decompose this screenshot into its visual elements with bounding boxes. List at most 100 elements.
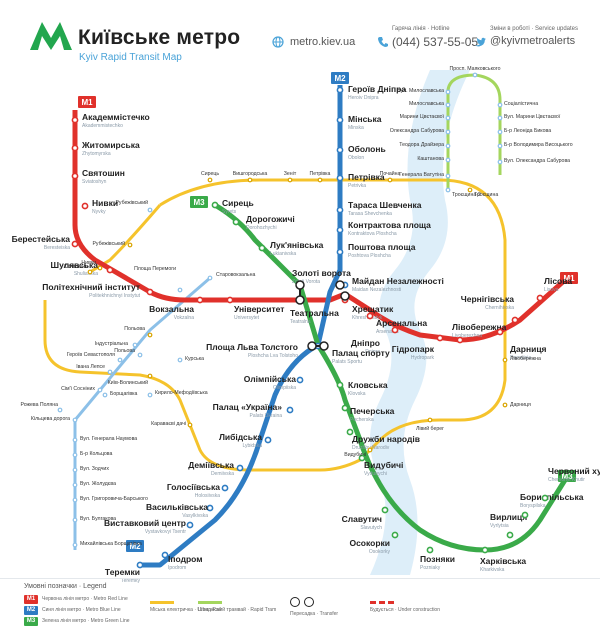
tram-west-stop[interactable]: Вул. Булгакова	[72, 516, 116, 523]
rail-stop[interactable]: Польова	[124, 326, 153, 338]
m3-station[interactable]: Червоний хутірChervonyi Khutir	[541, 466, 600, 502]
tram-north-stop[interactable]: Милославська	[409, 101, 451, 108]
tram-north-stop[interactable]: Вул. Олександра Сабурова	[497, 158, 570, 165]
tram-west-mid-stop[interactable]: Героїв Севастополя	[67, 352, 123, 363]
tram-west-mid-stop[interactable]: Польова	[114, 348, 143, 358]
tram-north-stop[interactable]: Олександра Сабурова	[390, 128, 451, 135]
alerts-handle[interactable]: @kyivmetroalerts	[490, 35, 576, 47]
tram-north-stop[interactable]: Троєщина-2	[445, 187, 481, 198]
m2-station[interactable]: Палац «Україна»Palats Ukraina	[213, 402, 294, 419]
tram-west-mid-stop[interactable]: Рожева Поляна	[20, 402, 63, 413]
tram-north-stop[interactable]: Вул. Милославська	[397, 88, 451, 95]
tram-north-stop[interactable]: Марини Цвєтаєвої	[400, 114, 451, 121]
rail-stop[interactable]: Вишгородська	[233, 171, 268, 183]
tram-west-mid-stop[interactable]: Площа Перемоги	[134, 266, 183, 293]
tram-west-mid-stop[interactable]: Курська	[177, 356, 204, 363]
rail-stop[interactable]: Караваєві дачі	[151, 421, 193, 428]
rail-stop[interactable]: Почайна	[380, 170, 401, 183]
tram-west-mid-stop[interactable]: Рубежівський	[115, 199, 153, 213]
tram-north-stop[interactable]: Просп. Маяковського	[450, 66, 501, 78]
rail-stop[interactable]: Петрівка	[310, 171, 331, 183]
tram-west-stop[interactable]: Б-р Кольцова	[72, 451, 112, 458]
rail-stop[interactable]: Дарниця	[502, 402, 531, 408]
transfer-teatralna-zoloti-vorota[interactable]	[295, 280, 305, 305]
tram-west-mid-stop[interactable]: Сім'ї Сосніних	[61, 386, 103, 393]
transfer-tolstoho-palats-sportu[interactable]	[307, 341, 329, 351]
rail-stop[interactable]: Зеніт	[284, 171, 297, 183]
tram-west-stop[interactable]: Вул. Григоровича-Барського	[72, 496, 148, 503]
tram-west-mid-stop[interactable]: Борщагівка	[102, 391, 138, 398]
tram-west-stop[interactable]: Михайлівська Борщагівка	[72, 540, 142, 548]
rail-stop[interactable]: Рубежівський	[92, 240, 133, 248]
tram-west-mid-stop[interactable]: Індустріальна	[95, 341, 138, 348]
transfer-khreshchatyk-maidan[interactable]	[335, 280, 350, 301]
rail-stop[interactable]: Видубичі	[344, 447, 373, 458]
tram-north-stop[interactable]: Б-р Леоніда Бикова	[497, 128, 551, 135]
tram-west-mid-stop[interactable]: Івана Лепсе	[76, 364, 113, 375]
rail-stop[interactable]: Троєщина	[467, 187, 498, 198]
tram-west-stop[interactable]: Вул. Генерала Наумова	[72, 436, 137, 443]
rail-stop[interactable]: Сирець	[201, 171, 219, 183]
rail-stop[interactable]: Святошин	[64, 264, 93, 275]
tram-north-stop[interactable]: Генерала Ватутіна	[399, 172, 451, 179]
tram-west-mid-stop[interactable]: Кирило-Мефодіївська	[147, 390, 208, 398]
rail-stop[interactable]: Нивки	[81, 260, 103, 271]
website-link[interactable]: metro.kiev.ua	[290, 36, 356, 48]
tram-west-stop[interactable]: Кільцева дорога	[31, 416, 78, 423]
tram-west-stop[interactable]: Вул. Зодчих	[72, 466, 109, 473]
tram-north-stop[interactable]: Теодора Драйзера	[399, 141, 451, 149]
tram-west-stop[interactable]: Вул. Жолудєва	[72, 481, 116, 488]
tram-west-mid-stop[interactable]: Старовокзальна	[207, 272, 255, 281]
rail-stop[interactable]: Лівий берег	[416, 417, 444, 432]
hotline-number[interactable]: (044) 537-55-05	[392, 35, 479, 49]
tram-north-stop[interactable]: Каштанова	[417, 156, 451, 163]
tram-north-stop[interactable]: Б-р Володимира Висоцького	[497, 142, 573, 149]
rail-stop[interactable]: Лівобережна	[502, 356, 541, 363]
tram-north-stop[interactable]: Соціалістична	[497, 101, 538, 108]
